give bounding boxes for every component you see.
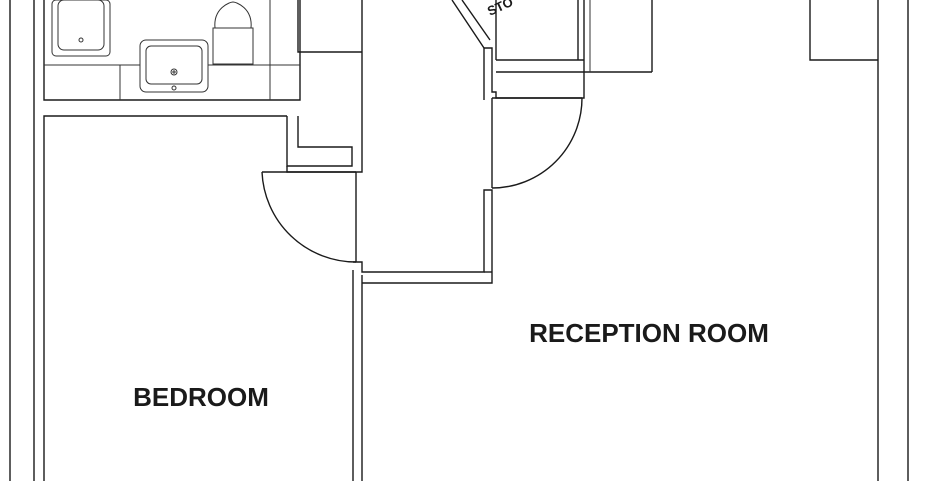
basin-icon (139, 39, 209, 93)
outer-walls (9, 0, 909, 481)
toilet-icon (212, 1, 254, 65)
bathtub-icon (51, 0, 111, 57)
bedroom-door-icon (261, 171, 357, 263)
bedroom-label: BEDROOM (133, 382, 269, 412)
reception-door-icon (491, 97, 583, 189)
interior-walls (43, 0, 878, 481)
reception-room-label: RECEPTION ROOM (529, 318, 769, 348)
storage-label: STO (485, 0, 515, 19)
bathroom (43, 0, 301, 101)
